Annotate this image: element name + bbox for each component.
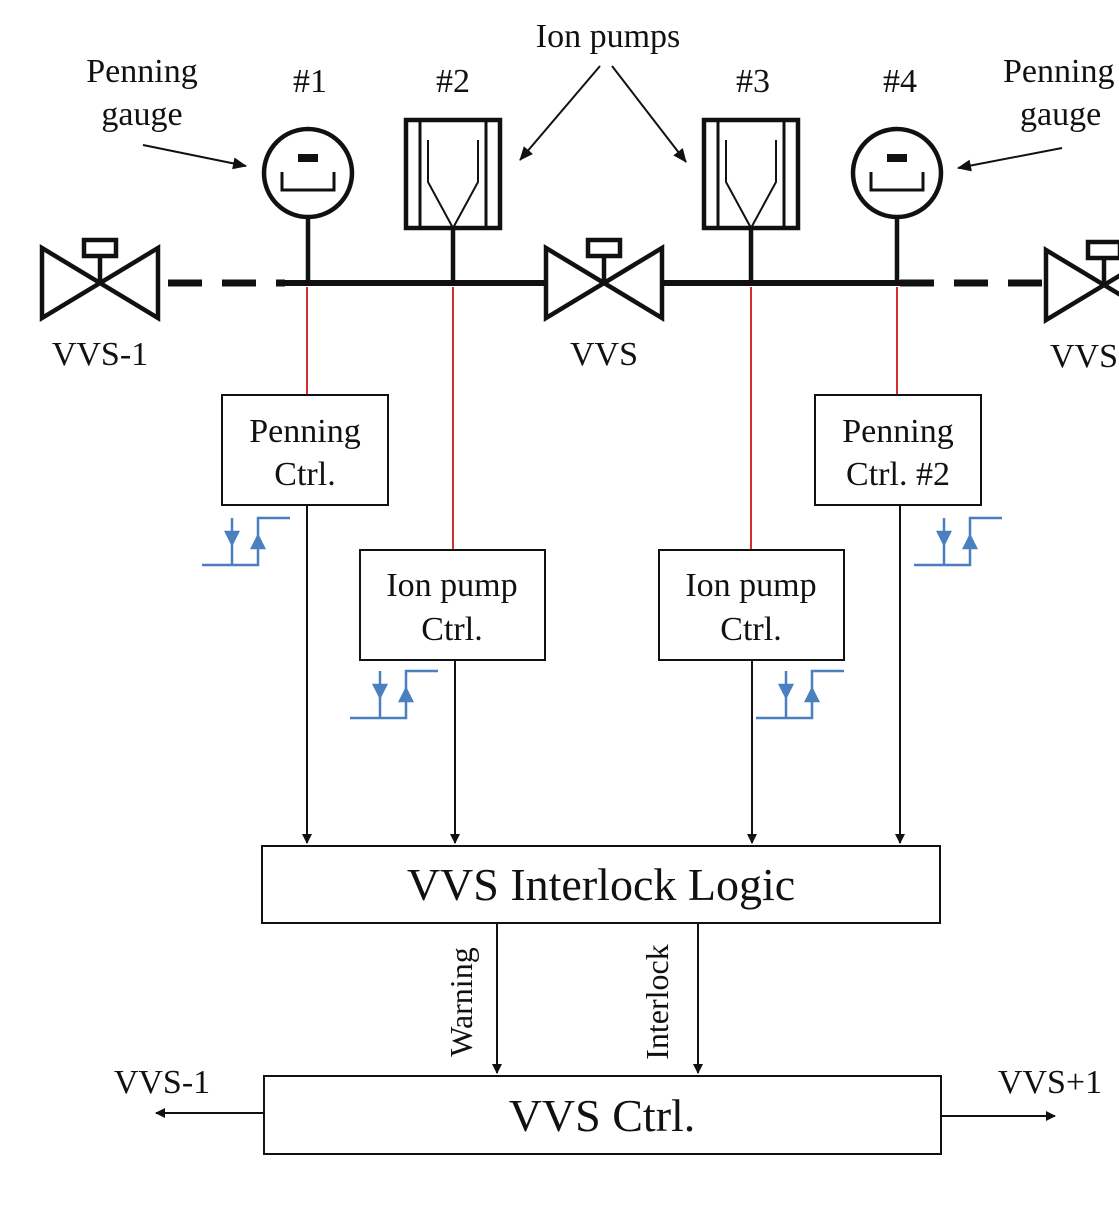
valve-vvs-icon [543,237,665,322]
valve-vvs-minus-1-label: VVS-1 [52,336,148,373]
relay-icons [202,516,1002,720]
warning-label: Warning [443,947,479,1056]
signal-cables [306,287,898,550]
output-vvs-plus-1-label: VVS+1 [998,1064,1102,1101]
ion-pump-ctrl-right-label-line1: Ion pump [685,567,816,604]
penning-ctrl-box: Penning Ctrl. [221,394,389,506]
controller-to-logic-arrows [302,505,905,844]
ion-pump-ctrl-left-label-line1: Ion pump [386,567,517,604]
logic-to-ctrl-arrows [492,923,703,1074]
vvs-ctrl-label: VVS Ctrl. [509,1090,696,1141]
pointer-arrows [142,65,1063,172]
valve-vvs-plus-1-icon [1043,239,1119,324]
penning-gauge-right-label-line2: gauge [1020,96,1101,133]
ion-pump-3-icon [701,117,801,283]
relay-icon-penning-ctrl-2 [914,516,1002,567]
penning-gauge-1-icon [261,126,355,283]
penning-gauge-left-label-line2: gauge [101,96,182,133]
number-label-2: #2 [436,63,470,100]
ion-pump-ctrl-left-box: Ion pump Ctrl. [359,549,546,661]
output-vvs-minus-1-label: VVS-1 [114,1064,210,1101]
penning-gauge-4-icon [850,126,944,283]
penning-ctrl-2-label-line2: Ctrl. #2 [846,456,950,493]
output-arrows [155,1108,1056,1121]
ion-pumps-label: Ion pumps [536,18,681,55]
relay-icon-ion-pump-ctrl-right [756,669,844,720]
valve-vvs-plus-1-label: VVS [1050,338,1118,375]
interlock-label: Interlock [639,944,675,1060]
ion-pump-ctrl-left-label-line2: Ctrl. [421,611,482,648]
interlock-logic-label: VVS Interlock Logic [407,859,795,910]
vvs-ctrl-box: VVS Ctrl. [263,1075,942,1155]
penning-ctrl-2-box: Penning Ctrl. #2 [814,394,982,506]
ion-pump-2-icon [403,117,503,283]
number-label-4: #4 [883,63,917,100]
penning-gauge-right-label-line1: Penning [1003,53,1114,90]
interlock-logic-box: VVS Interlock Logic [261,845,941,924]
penning-ctrl-label-line1: Penning [249,413,360,450]
valve-vvs-label: VVS [570,336,638,373]
ion-pump-ctrl-right-box: Ion pump Ctrl. [658,549,845,661]
relay-icon-penning-ctrl [202,516,290,567]
valve-vvs-minus-1-icon [39,237,161,322]
penning-ctrl-label-line2: Ctrl. [274,456,335,493]
penning-gauge-left-label-line1: Penning [86,53,197,90]
penning-ctrl-2-label-line1: Penning [842,413,953,450]
relay-icon-ion-pump-ctrl-left [350,669,438,720]
ion-pump-ctrl-right-label-line2: Ctrl. [720,611,781,648]
number-label-3: #3 [736,63,770,100]
number-label-1: #1 [293,63,327,100]
